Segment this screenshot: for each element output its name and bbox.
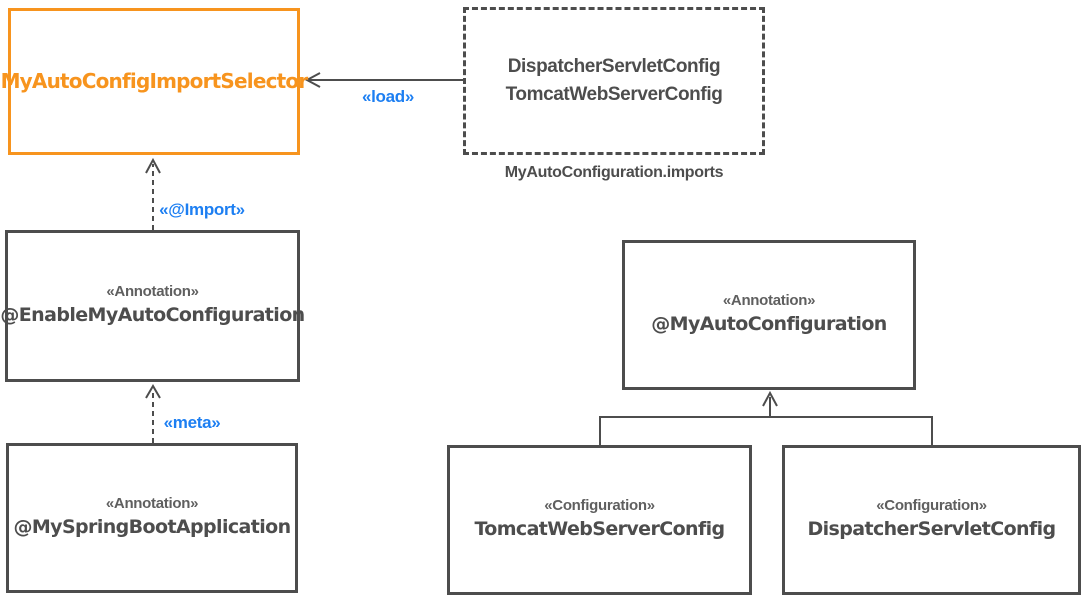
node-dispatcher-servlet-config: «Configuration» DispatcherServletConfig [782, 445, 1081, 595]
node-imports-file: DispatcherServletConfig TomcatWebServerC… [463, 7, 765, 155]
imports-file-caption: MyAutoConfiguration.imports [504, 164, 724, 181]
stereotype-label: «Annotation» [106, 283, 199, 301]
stereotype-label: «Annotation» [105, 495, 199, 513]
class-name: @MyAutoConfiguration [651, 313, 887, 336]
class-name: @EnableMyAutoConfiguration [0, 304, 305, 327]
imports-file-line: TomcatWebServerConfig [505, 84, 723, 105]
edge-config-tree [599, 390, 933, 445]
stereotype-label: «Configuration» [544, 497, 655, 515]
class-name: @MySpringBootApplication [13, 516, 291, 539]
edge-label-meta: «meta» [163, 413, 221, 432]
stereotype-label: «Annotation» [722, 292, 816, 310]
node-tomcat-web-server-config: «Configuration» TomcatWebServerConfig [447, 445, 752, 595]
edge-label-load: «load» [361, 87, 415, 106]
node-enable-my-auto-configuration: «Annotation» @EnableMyAutoConfiguration [0, 230, 305, 382]
class-name: MyAutoConfigImportSelector [0, 69, 309, 93]
edge-load-arrow [304, 72, 463, 88]
node-my-auto-configuration: «Annotation» @MyAutoConfiguration [622, 240, 916, 390]
node-my-auto-config-import-selector: MyAutoConfigImportSelector [1, 8, 308, 155]
node-my-spring-boot-application: «Annotation» @MySpringBootApplication [6, 443, 298, 593]
edge-label-import: «@Import» [159, 200, 245, 219]
imports-file-line: DispatcherServletConfig [507, 55, 721, 77]
class-name: DispatcherServletConfig [807, 518, 1056, 541]
class-name: TomcatWebServerConfig [474, 518, 725, 541]
stereotype-label: «Configuration» [876, 497, 987, 515]
